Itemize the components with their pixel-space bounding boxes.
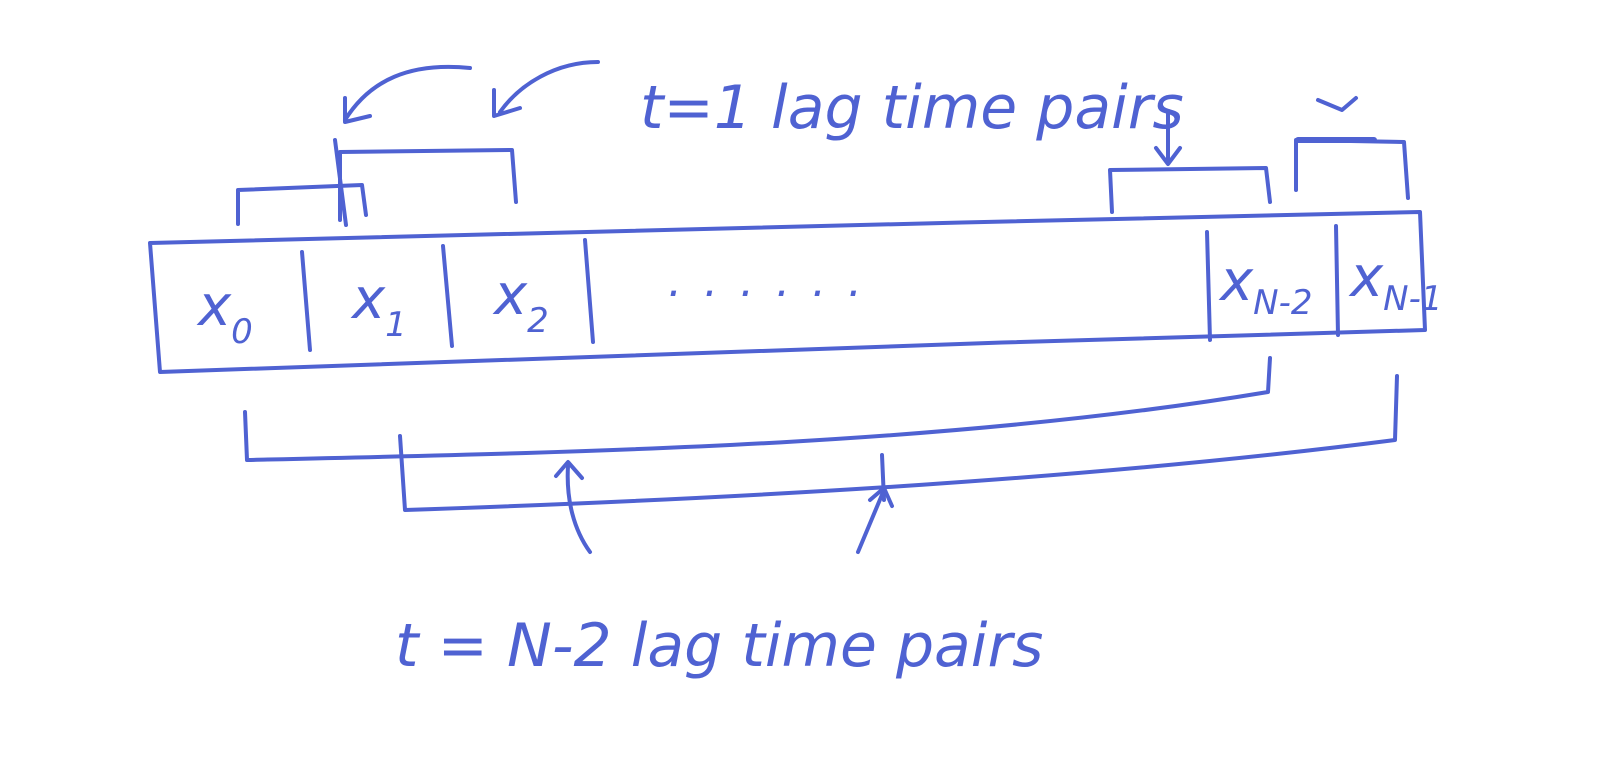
lag1-bracket-x0-x1: [236, 183, 368, 226]
array-box: [148, 210, 1427, 374]
cell-divider: [1334, 224, 1340, 337]
cell-xN-1: xN-1: [1348, 245, 1442, 319]
lag1-divider-tick: [333, 138, 348, 227]
cell-divider: [441, 244, 454, 348]
arrow-head: [554, 460, 584, 480]
arrow-head: [868, 486, 894, 508]
cell-x2: x2: [492, 263, 549, 341]
arrow-head: [343, 96, 372, 124]
ellipsis: ......: [668, 256, 884, 307]
cell-divider: [583, 238, 595, 344]
cell-xN-2: xN-2: [1218, 249, 1312, 323]
arrow-curve-left: [343, 64, 472, 122]
cell-divider: [1205, 230, 1212, 342]
lag1-bracket-xN2-xN1: [1294, 138, 1410, 200]
cell-x0: x0: [196, 274, 253, 352]
arrow-up-right: [856, 488, 886, 554]
arrow-to-last-bracket: [1316, 96, 1358, 112]
arrow-head: [1154, 146, 1182, 166]
bottom-label: t = N-2 lag time pairs: [395, 611, 1043, 681]
lag1-bracket-xN3-xN2: [1108, 166, 1272, 214]
cell-divider: [300, 250, 312, 352]
lagN2-bracket-x0-xN2: [243, 356, 1272, 462]
arrow-curve-right: [498, 60, 600, 114]
arrow-head: [492, 88, 522, 118]
cell-x1: x1: [350, 267, 407, 345]
lagN2-bracket-x1-xN1: [398, 374, 1399, 512]
top-label: t=1 lag time pairs: [640, 73, 1184, 143]
arrow-up-left: [565, 464, 592, 554]
